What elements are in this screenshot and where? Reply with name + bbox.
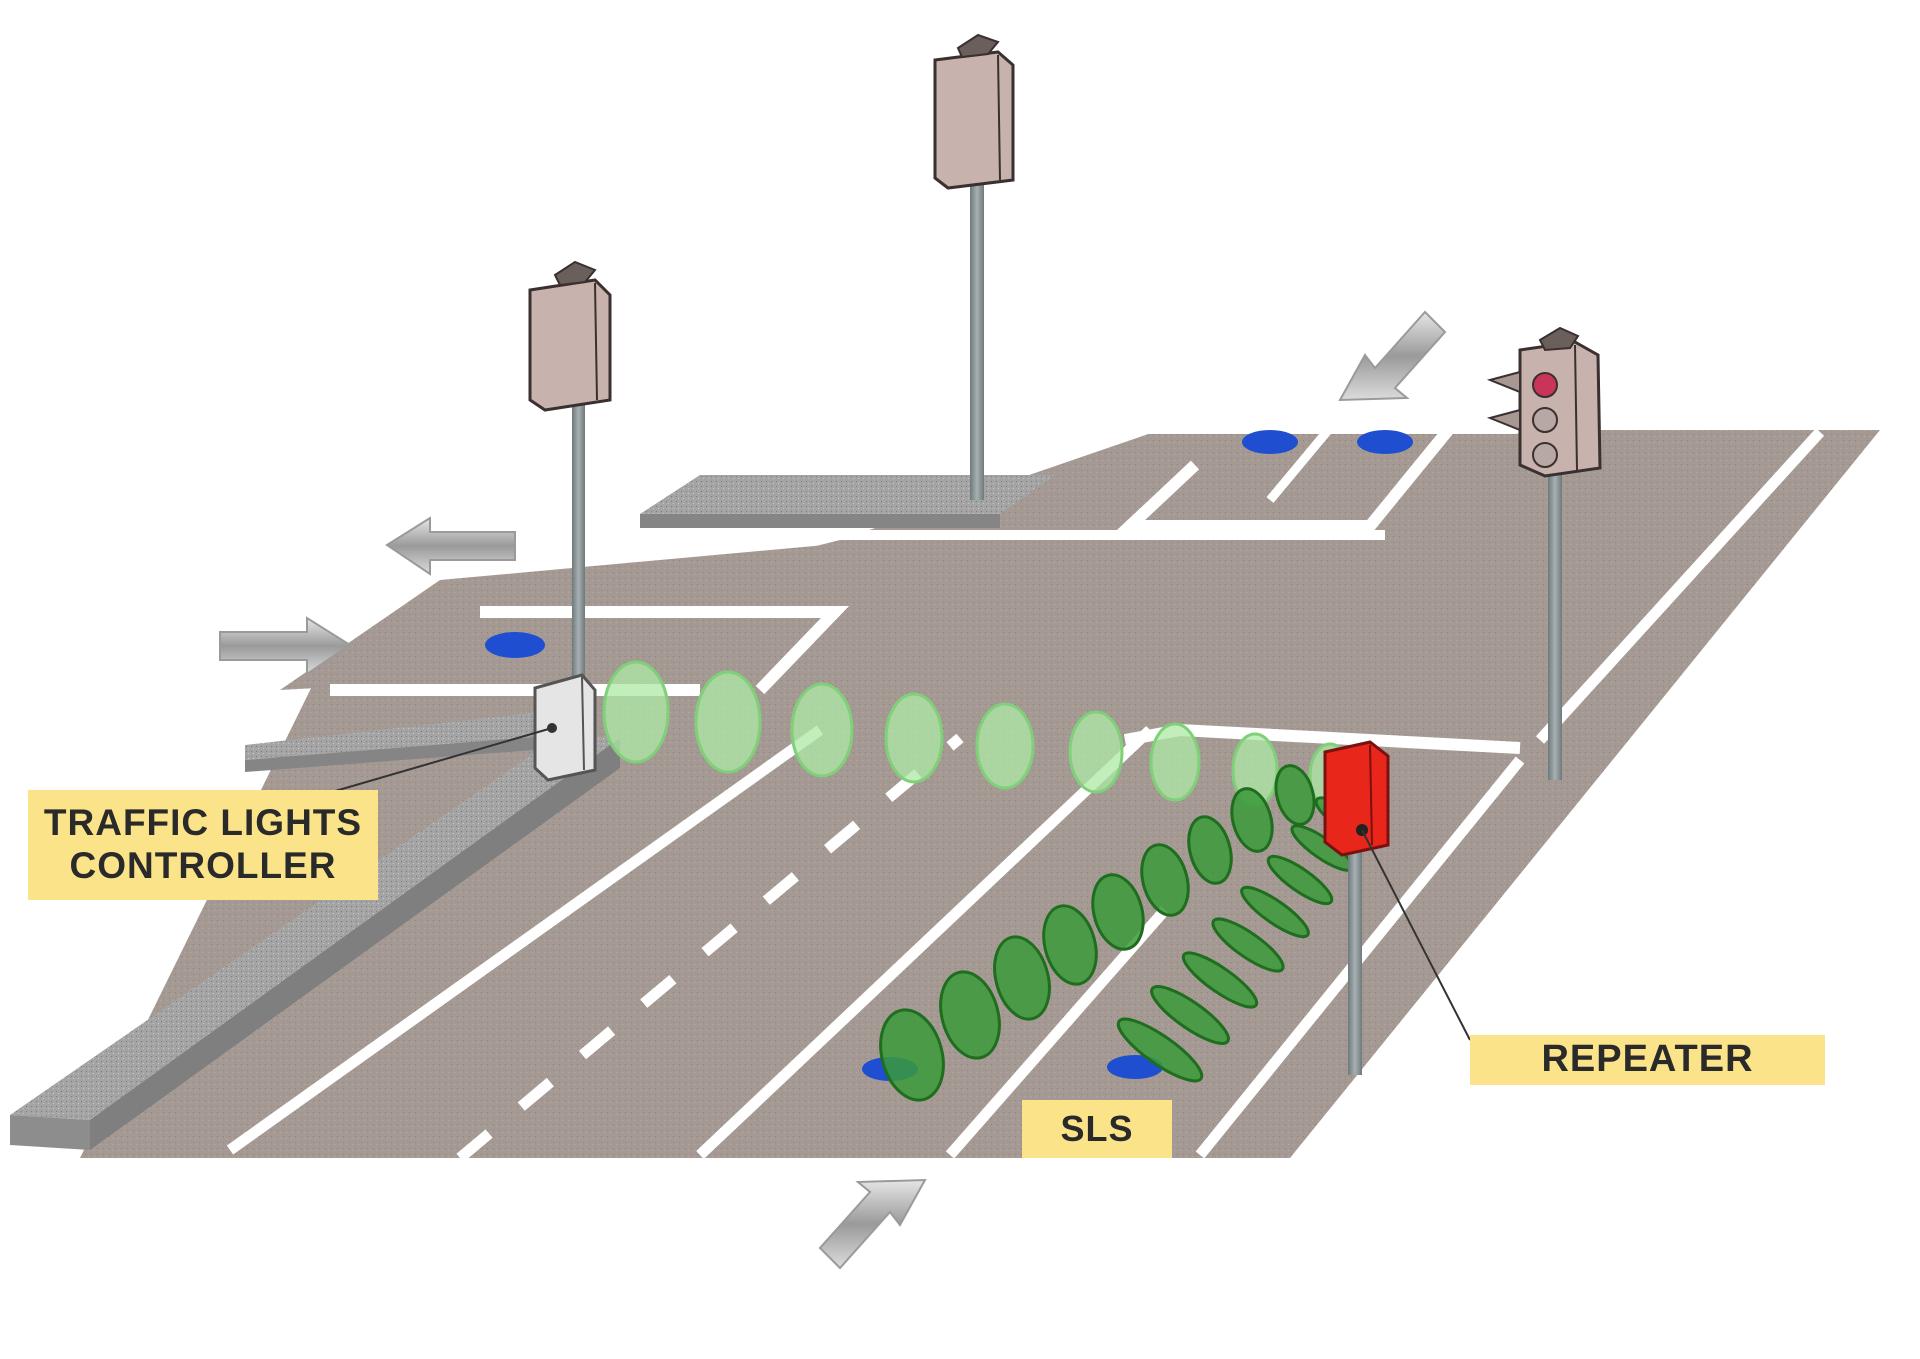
arrow-left-icon (385, 516, 516, 576)
repeater-device (1323, 740, 1390, 1075)
street-lamp-left (528, 260, 612, 685)
curb-left-island (245, 712, 560, 772)
sensor-far-right (1357, 430, 1413, 454)
label-traffic-lights-controller: TRAFFIC LIGHTS CONTROLLER (28, 790, 378, 900)
arrow-up-right-icon (818, 1178, 927, 1270)
traffic-light-red-lamp (1532, 372, 1558, 398)
traffic-lights-controller (533, 673, 597, 782)
label-sls: SLS (1022, 1100, 1172, 1158)
curb-far-island (640, 475, 1055, 528)
arrow-down-left-icon (1338, 310, 1447, 402)
label-controller-line2: CONTROLLER (69, 845, 337, 886)
sensor-near-left (485, 632, 545, 658)
arrow-right-icon (219, 616, 352, 676)
label-controller-line1: TRAFFIC LIGHTS (43, 802, 363, 844)
label-repeater: REPEATER (1470, 1035, 1825, 1085)
leader-lines (317, 727, 1471, 1041)
sensor-far-left (1242, 430, 1298, 454)
sensor-signal-waves (879, 764, 1372, 1102)
traffic-light (1486, 326, 1602, 780)
controller-signal-waves (602, 660, 1352, 810)
curb-main (10, 735, 620, 1150)
direction-arrows (219, 310, 1447, 1270)
street-lamp-center (933, 33, 1015, 500)
